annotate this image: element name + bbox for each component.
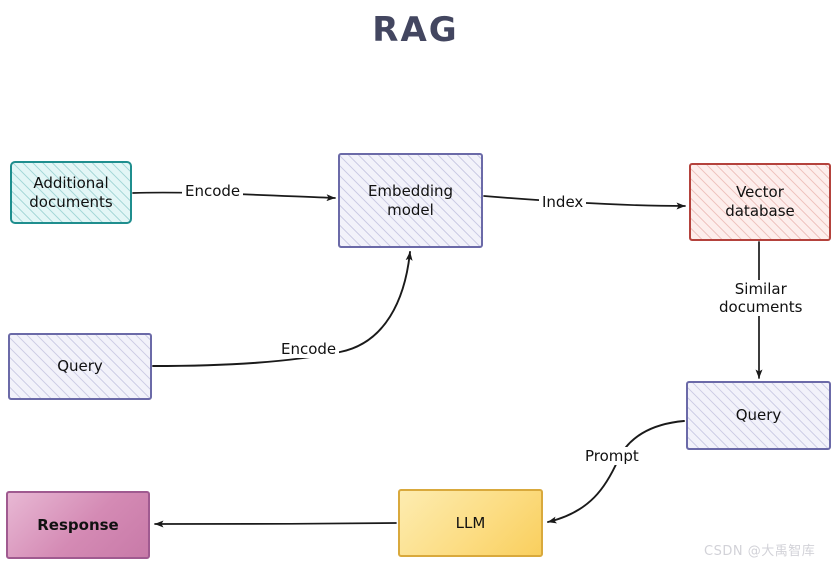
edge-label-encode-documents: Encode — [182, 182, 244, 200]
page-title: RAG — [372, 10, 459, 50]
node-llm[interactable]: LLM — [398, 489, 543, 557]
watermark: CSDN @大禹智库 — [704, 544, 816, 559]
edge-label-similar-documents: Similar documents — [714, 280, 808, 316]
node-vector-database[interactable]: Vector database — [689, 163, 831, 241]
node-embedding-model[interactable]: Embedding model — [338, 153, 483, 248]
edge-llm-to-response — [154, 520, 397, 528]
node-query-left[interactable]: Query — [8, 333, 152, 400]
edge-label-index: Index — [539, 193, 587, 211]
edge-prompt — [547, 420, 685, 524]
edge-label-encode-query: Encode — [278, 340, 340, 358]
node-additional-documents[interactable]: Additional documents — [10, 161, 132, 224]
edge-encode-query — [152, 251, 413, 367]
node-query-right[interactable]: Query — [686, 381, 831, 450]
node-response[interactable]: Response — [6, 491, 150, 559]
edge-label-prompt: Prompt — [582, 447, 642, 465]
